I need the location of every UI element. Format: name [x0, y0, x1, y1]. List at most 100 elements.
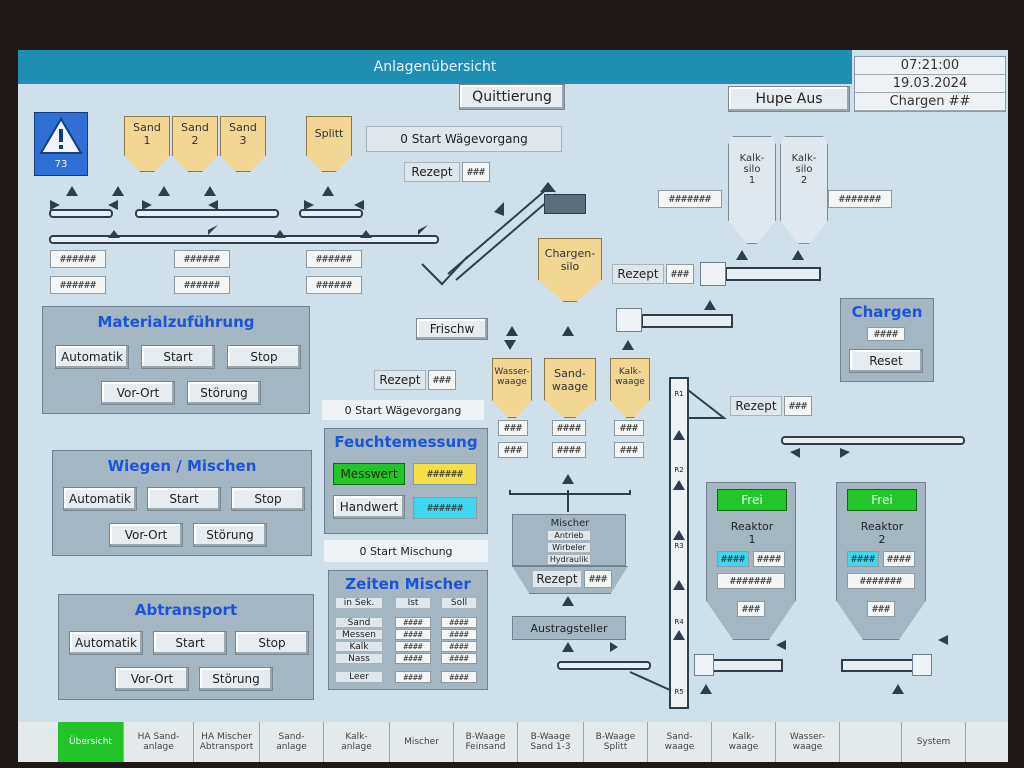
weigh-local-button[interactable]: Vor-Ort — [109, 523, 183, 547]
reactor-1-field-a[interactable]: #### — [717, 551, 749, 567]
mixer-hydraulic: Hydraulik — [547, 554, 591, 565]
clock-panel: 07:21:00 19.03.2024 Chargen ## — [854, 56, 1006, 112]
nav-main-sand[interactable]: HA Sand- anlage — [124, 722, 194, 762]
recipe-label-right: Rezept — [612, 264, 664, 284]
recipe-field-conveyor[interactable]: ### — [784, 396, 812, 416]
recipe-label-conveyor: Rezept — [730, 396, 782, 416]
reactor-1-status: Frei — [717, 489, 787, 511]
sand-weight-field: ###### — [50, 250, 106, 268]
material-auto-button[interactable]: Automatik — [55, 345, 129, 369]
times-col-target: Soll — [441, 597, 477, 609]
material-fault-button[interactable]: Störung — [187, 381, 261, 405]
material-supply-title: Materialzuführung — [97, 313, 255, 331]
recipe-field-top[interactable]: ### — [462, 162, 490, 182]
material-supply-panel: Materialzuführung Automatik Start Stop V… — [42, 306, 310, 414]
weigh-mix-panel: Wiegen / Mischen Automatik Start Stop Vo… — [52, 450, 312, 556]
transport-stop-button[interactable]: Stop — [235, 631, 309, 655]
measured-value-field: ###### — [413, 463, 477, 485]
dosing-screen — [544, 194, 586, 214]
nav-scale-fine-sand[interactable]: B-Waage Feinsand — [454, 722, 518, 762]
mixing-status: 0 Start Mischung — [324, 540, 488, 562]
sand-hopper-2[interactable]: Sand 2 — [172, 116, 218, 172]
clock-time: 07:21:00 — [855, 57, 1005, 75]
batches-reset-button[interactable]: Reset — [849, 349, 923, 373]
warning-icon — [39, 117, 83, 154]
times-lime-target[interactable]: #### — [441, 641, 477, 652]
nav-lime-scale[interactable]: Kalk- waage — [712, 722, 776, 762]
recipe-label-mixer: Rezept — [532, 570, 582, 588]
elevator-mark-5: R5 — [674, 688, 684, 696]
screw-motor-2 — [616, 308, 642, 332]
times-empty-actual: #### — [395, 671, 431, 683]
reactor-1[interactable]: Frei Reaktor 1 #### #### ####### ### — [706, 482, 796, 640]
nav-empty[interactable] — [840, 722, 902, 762]
manual-value-button[interactable]: Handwert — [333, 495, 405, 519]
material-stop-button[interactable]: Stop — [227, 345, 301, 369]
weighing-status-mid: 0 Start Wägevorgang — [322, 400, 484, 420]
lime-silo-2[interactable]: Kalk- silo 2 — [780, 136, 828, 244]
fresh-water-button[interactable]: Frischw — [416, 318, 488, 340]
nav-scale-splitt[interactable]: B-Waage Splitt — [584, 722, 648, 762]
nav-water-scale[interactable]: Wasser- waage — [776, 722, 840, 762]
sand-scale-field-1: #### — [552, 420, 586, 436]
weigh-fault-button[interactable]: Störung — [193, 523, 267, 547]
nav-sand-scale[interactable]: Sand- waage — [648, 722, 712, 762]
reactor-2-field-a[interactable]: #### — [847, 551, 879, 567]
manual-value-field[interactable]: ###### — [413, 497, 477, 519]
splitt-weight-field: ###### — [306, 250, 362, 268]
transport-panel: Abtransport Automatik Start Stop Vor-Ort… — [58, 594, 314, 700]
material-start-button[interactable]: Start — [141, 345, 215, 369]
material-local-button[interactable]: Vor-Ort — [101, 381, 175, 405]
sand-scale-field-2: #### — [552, 442, 586, 458]
nav-system[interactable]: System — [902, 722, 966, 762]
warning-count: 73 — [54, 159, 68, 170]
splitt-hopper[interactable]: Splitt — [306, 116, 352, 172]
weighing-status-top: 0 Start Wägevorgang — [366, 126, 562, 152]
reactor-2[interactable]: Frei Reaktor 2 #### #### ####### ### — [836, 482, 926, 640]
transport-local-button[interactable]: Vor-Ort — [115, 667, 189, 691]
weigh-start-button[interactable]: Start — [147, 487, 221, 511]
recipe-field-mixer[interactable]: ### — [584, 570, 612, 588]
discharge-plate[interactable]: Austragsteller — [512, 616, 626, 640]
mixer-block[interactable]: Mischer Antrieb Wirbeler Hydraulik — [512, 514, 626, 566]
nav-scale-sand[interactable]: B-Waage Sand 1-3 — [518, 722, 584, 762]
times-wet-actual: #### — [395, 653, 431, 664]
reactor-1-screw-motor — [694, 654, 714, 676]
reactor-2-status: Frei — [847, 489, 917, 511]
nav-main-mixer[interactable]: HA Mischer Abtransport — [194, 722, 260, 762]
transport-start-button[interactable]: Start — [153, 631, 227, 655]
recipe-field-mid[interactable]: ### — [428, 370, 456, 390]
nav-lime-plant[interactable]: Kalk- anlage — [324, 722, 390, 762]
moisture-title: Feuchtemessung — [334, 433, 478, 451]
lime-silo-1[interactable]: Kalk- silo 1 — [728, 136, 776, 244]
sand-hopper-1[interactable]: Sand 1 — [124, 116, 170, 172]
reactor-2-screw-motor — [912, 654, 932, 676]
warning-sign[interactable]: 73 — [34, 112, 88, 176]
reactor-2-label: Reaktor 2 — [860, 520, 904, 546]
transport-fault-button[interactable]: Störung — [199, 667, 273, 691]
times-row-measure: Messen — [335, 629, 383, 640]
weigh-auto-button[interactable]: Automatik — [63, 487, 137, 511]
recipe-field-right[interactable]: ### — [666, 264, 694, 284]
transport-auto-button[interactable]: Automatik — [69, 631, 143, 655]
nav-overview[interactable]: Übersicht — [58, 722, 124, 762]
times-wet-target[interactable]: #### — [441, 653, 477, 664]
measured-value-button[interactable]: Messwert — [333, 463, 405, 485]
reactor-1-label: Reaktor 1 — [730, 520, 774, 546]
times-sand-target[interactable]: #### — [441, 617, 477, 628]
sand2-weight-field: ###### — [174, 250, 230, 268]
splitt-total-field: ###### — [306, 276, 362, 294]
times-sand-actual: #### — [395, 617, 431, 628]
nav-mixer[interactable]: Mischer — [390, 722, 454, 762]
times-measure-target[interactable]: #### — [441, 629, 477, 640]
sand-hopper-3[interactable]: Sand 3 — [220, 116, 266, 172]
acknowledge-button[interactable]: Quittierung — [459, 84, 565, 110]
reactor-2-field-c: ####### — [847, 573, 915, 589]
times-empty-target[interactable]: #### — [441, 671, 477, 683]
nav-sand-plant[interactable]: Sand- anlage — [260, 722, 324, 762]
mixer-whirler: Wirbeler — [547, 542, 591, 553]
weigh-mix-title: Wiegen / Mischen — [107, 457, 257, 475]
times-lime-actual: #### — [395, 641, 431, 652]
horn-off-button[interactable]: Hupe Aus — [728, 86, 850, 112]
weigh-stop-button[interactable]: Stop — [231, 487, 305, 511]
